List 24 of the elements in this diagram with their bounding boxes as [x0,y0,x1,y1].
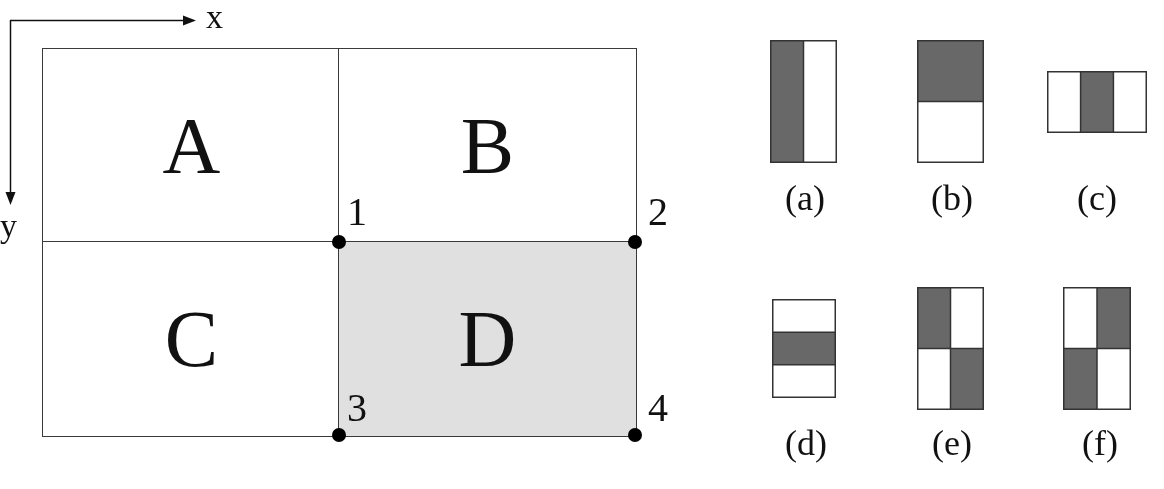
feature-pattern [770,40,837,163]
feature-pattern [1047,71,1147,133]
corner-number: 1 [347,192,367,232]
pattern-caption: (d) [785,425,827,461]
region-letter: B [460,106,515,186]
axis-label: x [206,0,223,34]
corner-number: 2 [648,192,668,232]
corner-number: 3 [347,388,367,428]
feature-pattern [917,287,984,410]
pattern-caption: (f) [1082,425,1118,461]
feature-pattern [1063,287,1131,410]
region-letter: D [458,299,517,379]
pattern-caption: (a) [785,180,825,216]
pattern-caption: (e) [932,425,972,461]
corner-number: 4 [648,388,668,428]
feature-pattern [917,40,984,163]
pattern-caption: (b) [931,180,973,216]
region-letter: A [162,106,221,186]
feature-pattern [772,299,836,398]
grid-region [42,48,341,244]
pattern-caption: (c) [1077,180,1117,216]
grid-region [338,241,637,437]
region-letter: C [164,299,219,379]
axis-label: y [0,209,17,243]
